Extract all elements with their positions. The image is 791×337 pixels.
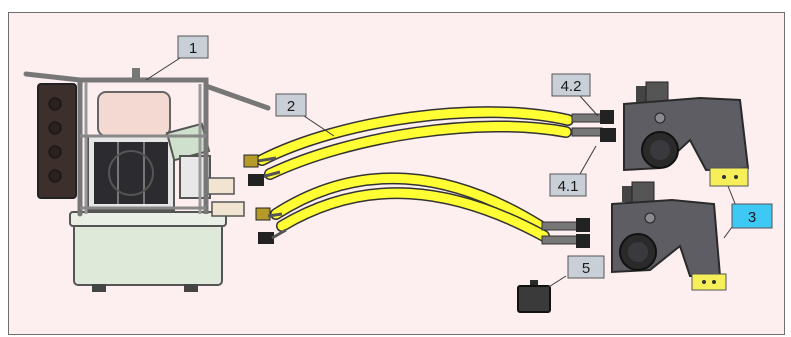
hydraulic-torque-wrench-icon	[611, 81, 750, 291]
label-5: 5	[567, 255, 605, 279]
label-1: 1	[177, 35, 209, 59]
label-4-1: 4.1	[549, 173, 587, 197]
remote-control-box-icon	[517, 280, 551, 313]
label-4-2-text: 4.2	[561, 78, 582, 95]
label-4-1-text: 4.1	[558, 178, 579, 195]
leader-lines	[145, 57, 741, 291]
label-1-text: 1	[189, 40, 197, 57]
label-2-text: 2	[287, 98, 295, 115]
twin-hydraulic-hose-icon	[243, 106, 616, 248]
label-4-2: 4.2	[551, 73, 591, 97]
label-3-text: 3	[748, 209, 756, 226]
label-2: 2	[275, 93, 307, 117]
label-3: 3	[731, 203, 773, 229]
label-5-text: 5	[582, 260, 590, 277]
hydraulic-pump-unit-icon	[23, 68, 271, 292]
